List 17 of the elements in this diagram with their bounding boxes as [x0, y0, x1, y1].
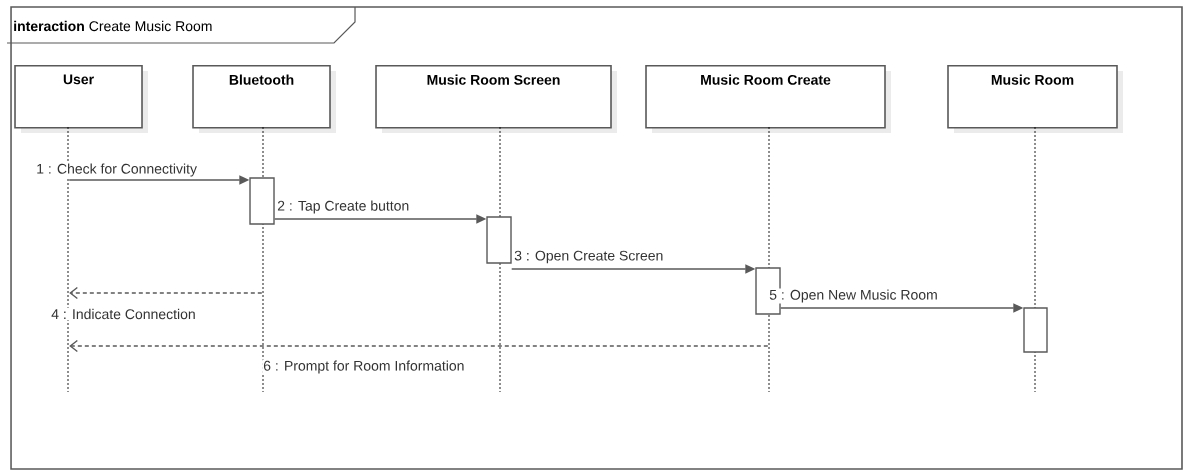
lifeline	[67, 126, 69, 393]
message-label: 6 : Prompt for Room Information	[263, 360, 464, 374]
lifeline-head: Music Room Screen	[375, 65, 617, 133]
message-arrow	[69, 286, 263, 300]
message-arrow	[69, 339, 769, 353]
lifeline-head: Bluetooth	[192, 65, 336, 133]
activation-bar	[486, 216, 512, 264]
message-label: 4 : Indicate Connection	[51, 308, 195, 320]
activation-bar	[1023, 307, 1048, 353]
activation-bar	[249, 177, 275, 225]
message-label: 1 : Check for Connectivity	[37, 163, 197, 177]
message-label: 3 : Open Create Screen	[514, 250, 663, 264]
lifeline-head: Music Room Create	[645, 65, 891, 133]
lifeline-head: Music Room	[947, 65, 1123, 133]
lifeline-head: User	[14, 65, 148, 133]
message-label: 2 : Tap Create button	[277, 200, 409, 214]
message-label: 5 : Open New Music Room	[769, 289, 937, 303]
